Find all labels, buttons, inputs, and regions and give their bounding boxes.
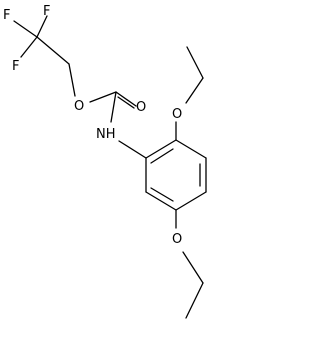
bond-c1-c2 — [36, 36, 70, 65]
chemical-structure: F F F O O NH O O — [3, 4, 207, 319]
bond-ch2-ch3-top — [186, 46, 204, 79]
bond-c3-o-carbonyl-1 — [115, 91, 137, 107]
atom-f1: F — [3, 8, 10, 23]
atom-o-ethoxy-top: O — [172, 107, 182, 122]
bond-f3-c1 — [20, 36, 38, 58]
bond-o-ester-c3 — [89, 91, 117, 103]
ring-bond-2 — [175, 139, 207, 159]
atom-o-ester: O — [74, 99, 84, 114]
bond-o-top-ch2 — [185, 77, 204, 104]
bond-ch2-ch3-bottom — [185, 282, 204, 319]
bond-n-ring — [118, 140, 147, 159]
bond-c2-o-ester — [68, 63, 76, 97]
atom-f2: F — [43, 4, 50, 19]
ring-bond-5 — [145, 191, 177, 211]
atom-nh: NH — [96, 127, 116, 142]
ring-double-3 — [150, 187, 174, 202]
atom-o-carbonyl: O — [136, 100, 146, 115]
ring-bond-1 — [145, 139, 177, 159]
bond-f2-c1 — [36, 15, 48, 38]
bond-o-bottom-ch2 — [182, 251, 204, 284]
ring-bond-4 — [175, 191, 207, 211]
bond-c3-o-carbonyl-2 — [117, 96, 135, 109]
atom-o-ethoxy-bottom: O — [172, 232, 182, 247]
ring-double-1 — [150, 148, 174, 164]
bond-c3-n — [110, 91, 117, 123]
atom-f3: F — [12, 59, 19, 74]
bond-f1-c1 — [13, 20, 38, 38]
